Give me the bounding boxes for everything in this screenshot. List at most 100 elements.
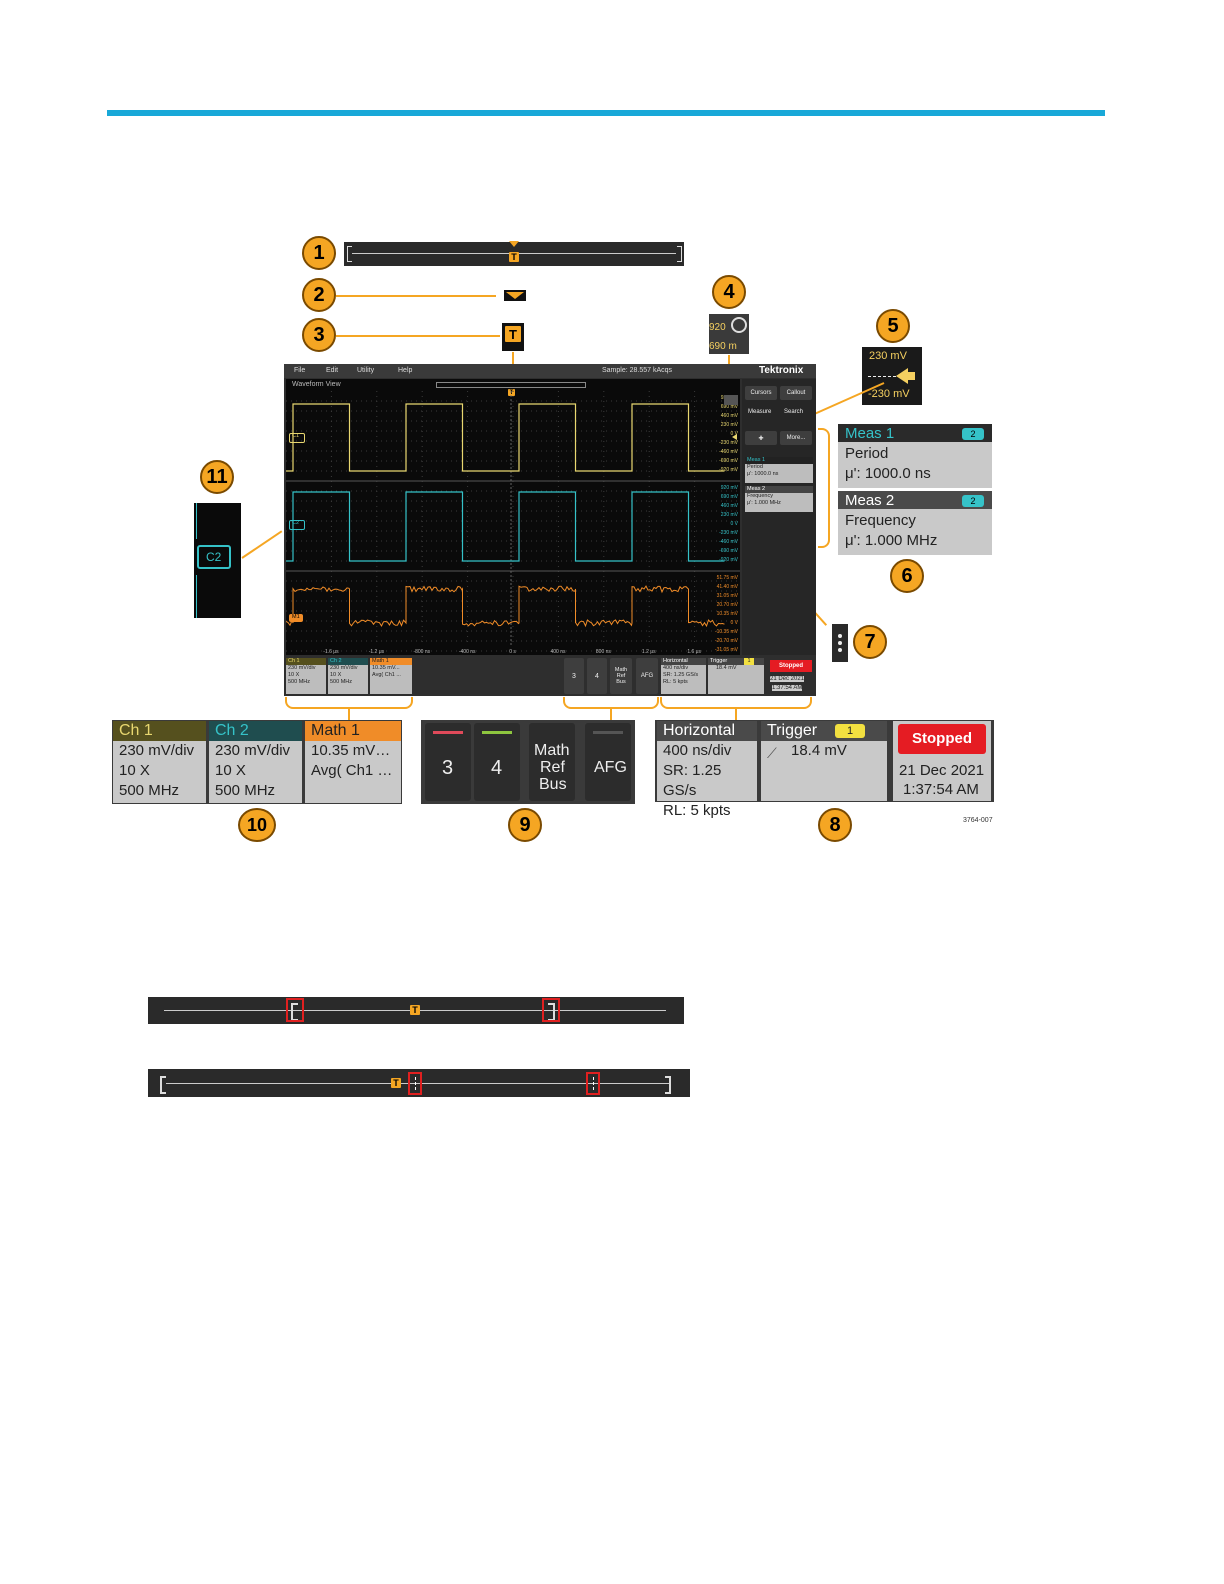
ch2-handle-big-label: C2 (206, 550, 221, 564)
horizontal-badge-mini[interactable]: Horizontal 400 ns/div SR: 1.25 GS/s RL: … (661, 658, 706, 694)
measure-button[interactable]: Measure (748, 409, 771, 415)
meas-2-mini-title: Meas 2 (745, 486, 813, 493)
zoom-icon-small[interactable] (724, 395, 738, 405)
cursors-button[interactable]: Cursors (745, 386, 777, 400)
math-big-row-1: 10.35 mV… (305, 741, 401, 761)
afg-button-mini[interactable]: AFG (636, 658, 658, 694)
add-new-icon-button[interactable]: ✚ (745, 431, 777, 445)
afg-button[interactable]: AFG (585, 723, 631, 801)
meas-1-mini-value: μ': 1000.0 ns (745, 471, 813, 478)
horizontal-big-title: Horizontal (657, 721, 757, 741)
stopped-button-mini[interactable]: Stopped (770, 660, 812, 672)
ch2-mini-title: Ch 2 (328, 658, 368, 665)
waveform-record-zoomed-1: T (148, 997, 684, 1024)
mrb-label-2: Ref (540, 759, 565, 777)
add-ch3-button-mini[interactable]: 3 (564, 658, 584, 694)
meas-1-source-badge: 2 (962, 428, 984, 440)
ch2-mini-row-2: 10 X (328, 672, 368, 679)
horizontal-mini-row-2: SR: 1.25 GS/s (661, 672, 706, 679)
ch2-big-title: Ch 2 (209, 721, 302, 741)
math-waveform (286, 586, 725, 626)
horizontal-big-row-2: SR: 1.25 GS/s (657, 761, 757, 801)
results-bar: Cursors Callout Measure Search ✚ More...… (742, 379, 816, 655)
meas-badge-2-mini[interactable]: Meas 2 Frequency μ': 1.000 MHz (745, 486, 813, 512)
rising-edge-icon: ⟋ (767, 743, 777, 763)
trigger-badge-mini[interactable]: Trigger 1 18.4 mV (708, 658, 764, 694)
more-button[interactable]: More... (780, 431, 812, 445)
ch2-big-row-2: 10 X (209, 761, 302, 781)
add-math-ref-bus-button[interactable]: Math Ref Bus (529, 723, 575, 801)
oscilloscope-screen: File Edit Utility Help Sample: 28.557 kA… (284, 364, 816, 696)
waveform-view-label: Waveform View (292, 381, 341, 388)
ch2-scale-label: -920 mV (719, 557, 739, 563)
waveform-view[interactable]: Waveform View T 920 mV690 mV460 mV230 mV… (286, 379, 740, 655)
add-ch4-button[interactable]: 4 (474, 723, 520, 801)
meas-2-title: Meas 2 (845, 492, 894, 509)
meas-1-value: μ': 1000.0 ns (845, 465, 931, 482)
math-badge-big[interactable]: Math 1 10.35 mV… Avg( Ch1 … (305, 721, 401, 803)
meas-badge-2-big[interactable]: Meas 2 2 Frequency μ': 1.000 MHz (838, 491, 992, 555)
add-ch3-button[interactable]: 3 (425, 723, 471, 801)
math-scale-label: 41.40 mV (717, 584, 739, 590)
callout-11: 11 (200, 460, 234, 494)
meas-1-mini-title: Meas 1 (745, 457, 813, 464)
add-icon: ✚ (758, 435, 763, 442)
ch1-badge-mini[interactable]: Ch 1 230 mV/div 10 X 500 MHz (286, 658, 326, 694)
math-scale-label: 20.70 mV (717, 602, 739, 608)
ch2-scale-label: -690 mV (719, 548, 739, 554)
ch2-badge-big[interactable]: Ch 2 230 mV/div 10 X 500 MHz (209, 721, 302, 803)
add-ch4-button-mini[interactable]: 4 (587, 658, 607, 694)
record-bracket-left (347, 246, 352, 262)
menu-help[interactable]: Help (398, 367, 412, 374)
math-scale-label: 0 V (730, 620, 738, 626)
callout-8-drop-line (735, 708, 737, 720)
time-tick-label: -800 ns (413, 649, 430, 655)
ch1-offset-arrow-icon (732, 434, 737, 440)
brand-logo: Tektronix (759, 365, 803, 376)
ch1-mini-row-1: 230 mV/div (286, 665, 326, 672)
add-buttons-zoom: 3 4 Math Ref Bus AFG (421, 720, 635, 804)
offset-top-label: 230 mV (869, 350, 907, 362)
callout-button[interactable]: Callout (780, 386, 812, 400)
horizontal-mini-row-1: 400 ns/div (661, 665, 706, 672)
ch2-big-row-3: 500 MHz (209, 781, 302, 801)
ch1-mini-row-3: 500 MHz (286, 679, 326, 686)
add-ch4-label: 4 (491, 757, 502, 780)
trigger-mini-num: 1 (744, 658, 754, 665)
meas-2-name: Frequency (845, 512, 916, 529)
record-bracket-right-2 (665, 1076, 671, 1094)
zoom-icon-inset: 920 690 m (709, 314, 749, 354)
math-badge-mini[interactable]: Math 1 10.35 mV... Avg( Ch1 ... (370, 658, 412, 694)
add-math-ref-bus-button-mini[interactable]: Math Ref Bus (610, 658, 632, 694)
ch1-mini-title: Ch 1 (286, 658, 326, 665)
trigger-big-num: 1 (835, 724, 865, 738)
math-scale-label: -10.35 mV (715, 629, 739, 635)
afg-strip (593, 731, 623, 734)
menu-edit[interactable]: Edit (326, 367, 338, 374)
trigger-mini-title: Trigger (708, 658, 764, 665)
math-mini-row-2: Avg( Ch1 ... (370, 672, 412, 679)
time-tick-label: 1.6 μs (687, 649, 701, 655)
expansion-point-icon (504, 290, 526, 301)
horizontal-big-row-1: 400 ns/div (657, 741, 757, 761)
math-big-title: Math 1 (305, 721, 401, 741)
trigger-badge-big[interactable]: Trigger 1 ⟋ 18.4 mV (761, 721, 887, 801)
time-tick-label: 0 s (509, 649, 516, 655)
ch2-scale-label: 0 V (730, 521, 738, 527)
meas-badge-1-mini[interactable]: Meas 1 Period μ': 1000.0 ns (745, 457, 813, 483)
time-tick-label: 400 ns (550, 649, 566, 655)
stopped-button[interactable]: Stopped (898, 724, 986, 754)
ch1-handle-label: C1 (292, 433, 299, 439)
ch1-badge-big[interactable]: Ch 1 230 mV/div 10 X 500 MHz (113, 721, 206, 803)
ch1-big-row-1: 230 mV/div (113, 741, 206, 761)
math-handle-label: M1 (292, 614, 300, 620)
search-button[interactable]: Search (784, 409, 803, 415)
ch1-scale-label: 460 mV (721, 413, 739, 419)
waveform-record-view: T (344, 242, 684, 266)
menu-utility[interactable]: Utility (357, 367, 374, 374)
ch2-badge-mini[interactable]: Ch 2 230 mV/div 10 X 500 MHz (328, 658, 368, 694)
horizontal-badge-big[interactable]: Horizontal 400 ns/div SR: 1.25 GS/s RL: … (657, 721, 757, 801)
meas-badge-1-big[interactable]: Meas 1 2 Period μ': 1000.0 ns (838, 424, 992, 488)
trigger-position-indicator-icon: T (502, 323, 524, 351)
menu-file[interactable]: File (294, 367, 305, 374)
